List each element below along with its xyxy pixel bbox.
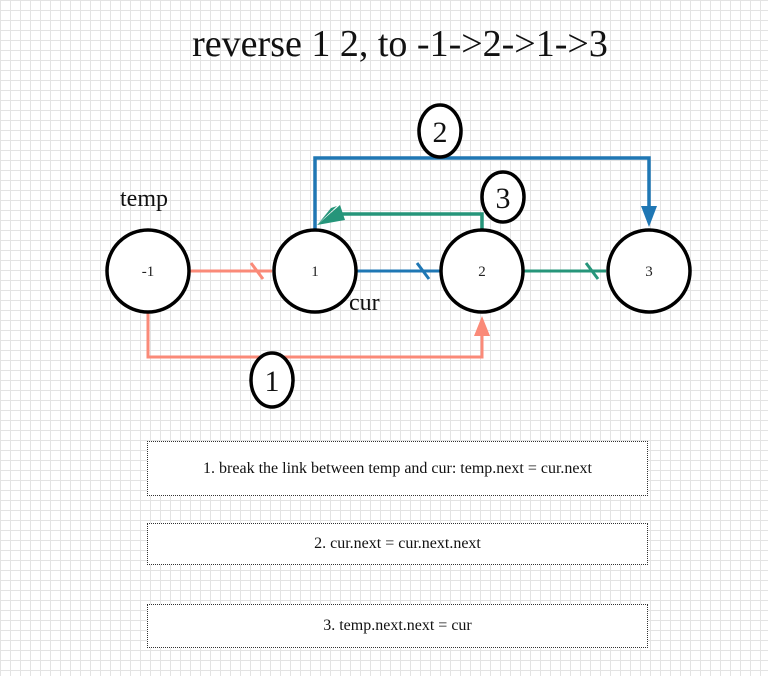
- node-minus1: -1: [105, 228, 191, 314]
- node-label: 3: [645, 264, 653, 280]
- node-3: 3: [606, 228, 692, 314]
- callout-3: 3: [480, 170, 526, 224]
- step-3-text: 3. temp.next.next = cur: [323, 617, 472, 634]
- new-link-2-to-1: [317, 205, 484, 229]
- node-1: 1: [272, 228, 358, 314]
- step-2-box: 2. cur.next = cur.next.next: [147, 523, 648, 565]
- callout-label: 3: [496, 182, 511, 215]
- temp-label: temp: [120, 186, 168, 212]
- step-2-text: 2. cur.next = cur.next.next: [314, 535, 481, 552]
- link-minus1-to-1: [190, 262, 272, 280]
- callout-label: 1: [265, 365, 280, 398]
- node-label: 2: [478, 264, 486, 280]
- page-title: reverse 1 2, to -1->2->1->3: [192, 23, 608, 65]
- step-1-text: 1. break the link between temp and cur: …: [203, 459, 592, 477]
- node-2: 2: [439, 228, 525, 314]
- node-label: 1: [311, 264, 319, 280]
- callout-label: 2: [433, 116, 448, 149]
- new-link-minus1-to-2: [146, 313, 490, 359]
- new-link-1-to-3: [313, 156, 657, 229]
- cur-label: cur: [349, 290, 380, 316]
- callout-1: 1: [249, 351, 295, 409]
- callout-2: 2: [417, 103, 463, 159]
- link-1-to-2: [356, 262, 440, 280]
- node-label: -1: [142, 264, 155, 280]
- link-2-to-3: [523, 262, 606, 280]
- step-1-box: 1. break the link between temp and cur: …: [147, 441, 648, 496]
- step-3-box: 3. temp.next.next = cur: [147, 604, 648, 648]
